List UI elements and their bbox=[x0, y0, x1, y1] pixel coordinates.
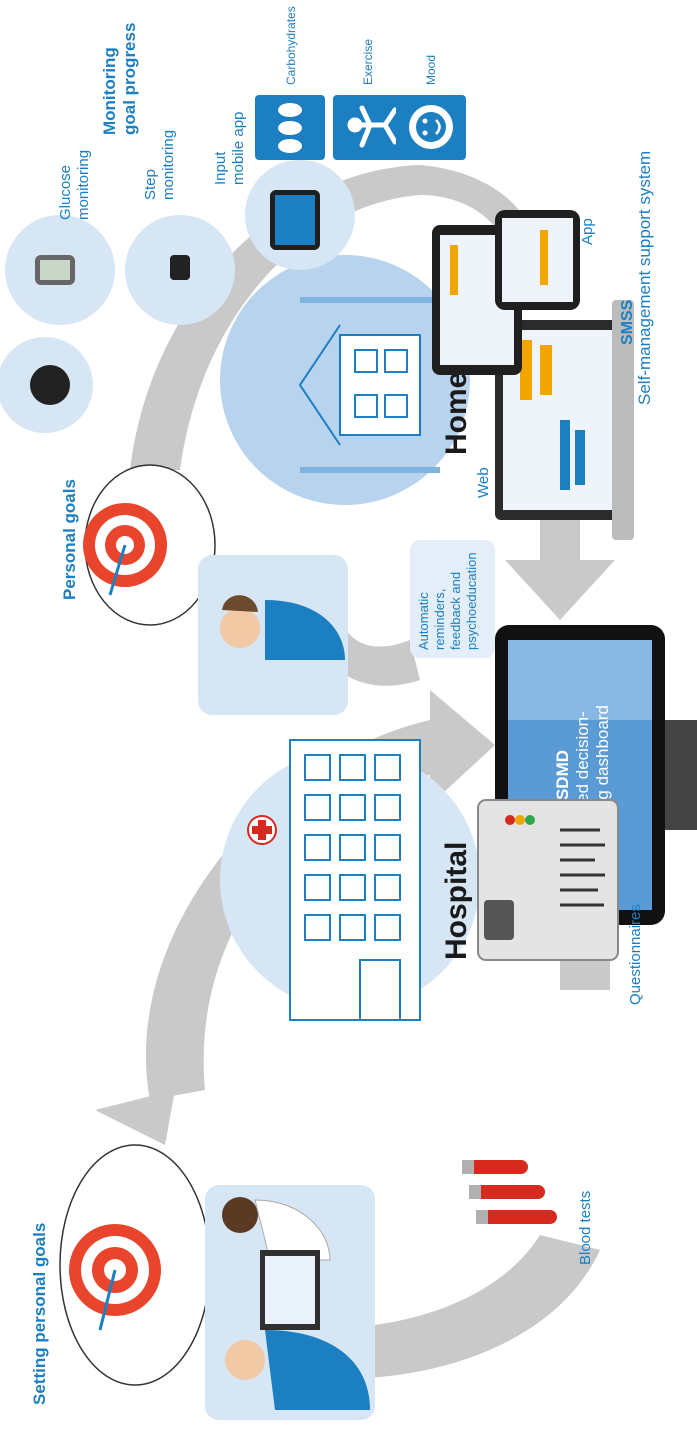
clipboard-icon bbox=[477, 799, 619, 961]
hospital-building-icon bbox=[289, 739, 421, 1021]
blood-tube-icon bbox=[462, 1160, 528, 1174]
tree-icon bbox=[300, 297, 440, 473]
target-icon bbox=[69, 1224, 161, 1331]
step-line1: Step bbox=[142, 169, 159, 200]
reminders-line4: psychoeducation bbox=[464, 552, 479, 650]
web-label: Web bbox=[475, 467, 492, 498]
app-label: App bbox=[579, 218, 596, 245]
home-label: Home bbox=[440, 372, 473, 455]
house-icon bbox=[298, 324, 421, 446]
blood-tube-icon bbox=[476, 1210, 557, 1224]
exercise-tile bbox=[333, 95, 403, 160]
input-line2: mobile app bbox=[230, 112, 247, 185]
mood-label: Mood bbox=[424, 55, 438, 85]
input-line1: Input bbox=[212, 151, 229, 185]
reminders-line3: feedback and bbox=[448, 572, 463, 650]
mood-tile bbox=[396, 95, 466, 160]
personal-goals-label: Personal goals bbox=[60, 479, 79, 600]
sdmd-monitor-icon: SDMD Shared decision- making dashboard bbox=[495, 625, 697, 925]
reminders-line1: Automatic bbox=[416, 592, 431, 650]
glucose-line1: Glucose bbox=[57, 165, 74, 220]
home-section: Home bbox=[220, 255, 473, 505]
phone-icon bbox=[495, 210, 580, 310]
step-line2: monitoring bbox=[160, 130, 177, 200]
person-icon bbox=[225, 1330, 370, 1410]
smiley-icon bbox=[409, 105, 453, 149]
blood-tests-label: Blood tests bbox=[577, 1191, 594, 1265]
laptop-icon bbox=[260, 1250, 320, 1330]
carbohydrates-label: Carbohydrates bbox=[284, 6, 298, 85]
hospital-label: Hospital bbox=[440, 842, 473, 960]
blood-tube-icon bbox=[469, 1185, 545, 1199]
arrow-sdmd-to-setting bbox=[95, 1090, 175, 1145]
reminders-line2: reminders, bbox=[432, 589, 447, 650]
smartwatch-icon bbox=[125, 215, 235, 325]
questionnaires-label: Questionnaires bbox=[627, 904, 644, 1005]
input-tiles bbox=[255, 95, 466, 160]
glucose-meter-icon bbox=[5, 215, 115, 325]
setting-goals-cloud bbox=[59, 1144, 211, 1386]
monitoring-line2: goal progress bbox=[120, 23, 139, 135]
setting-goals-label: Setting personal goals bbox=[30, 1223, 49, 1405]
reminders-box bbox=[410, 540, 495, 658]
exercise-label: Exercise bbox=[361, 39, 375, 85]
patient-scene bbox=[198, 555, 348, 715]
smss-subtitle: Self-management support system bbox=[635, 151, 654, 405]
arrow-home-to-sdmd bbox=[505, 520, 615, 620]
sdmd-monitor-stand bbox=[665, 720, 697, 830]
doctor-icon bbox=[222, 1197, 331, 1261]
personal-goals-cloud bbox=[83, 464, 235, 626]
smss-title: SMSS bbox=[619, 299, 636, 345]
monitoring-line1: Monitoring bbox=[100, 47, 119, 135]
red-cross-icon bbox=[247, 815, 277, 845]
person-icon bbox=[220, 595, 345, 660]
blood-tubes bbox=[462, 1160, 557, 1224]
cgm-sensor-circle bbox=[0, 337, 93, 433]
target-icon bbox=[83, 503, 167, 596]
runner-icon bbox=[347, 105, 398, 148]
sdmd-title: SDMD bbox=[553, 750, 572, 800]
glucose-line2: monitoring bbox=[75, 150, 92, 220]
hospital-section: Hospital bbox=[220, 739, 480, 1021]
wheat-icon bbox=[278, 103, 302, 153]
mobile-app-circle bbox=[245, 160, 355, 270]
consultation-scene bbox=[205, 1185, 375, 1420]
carbohydrates-tile bbox=[255, 95, 325, 160]
